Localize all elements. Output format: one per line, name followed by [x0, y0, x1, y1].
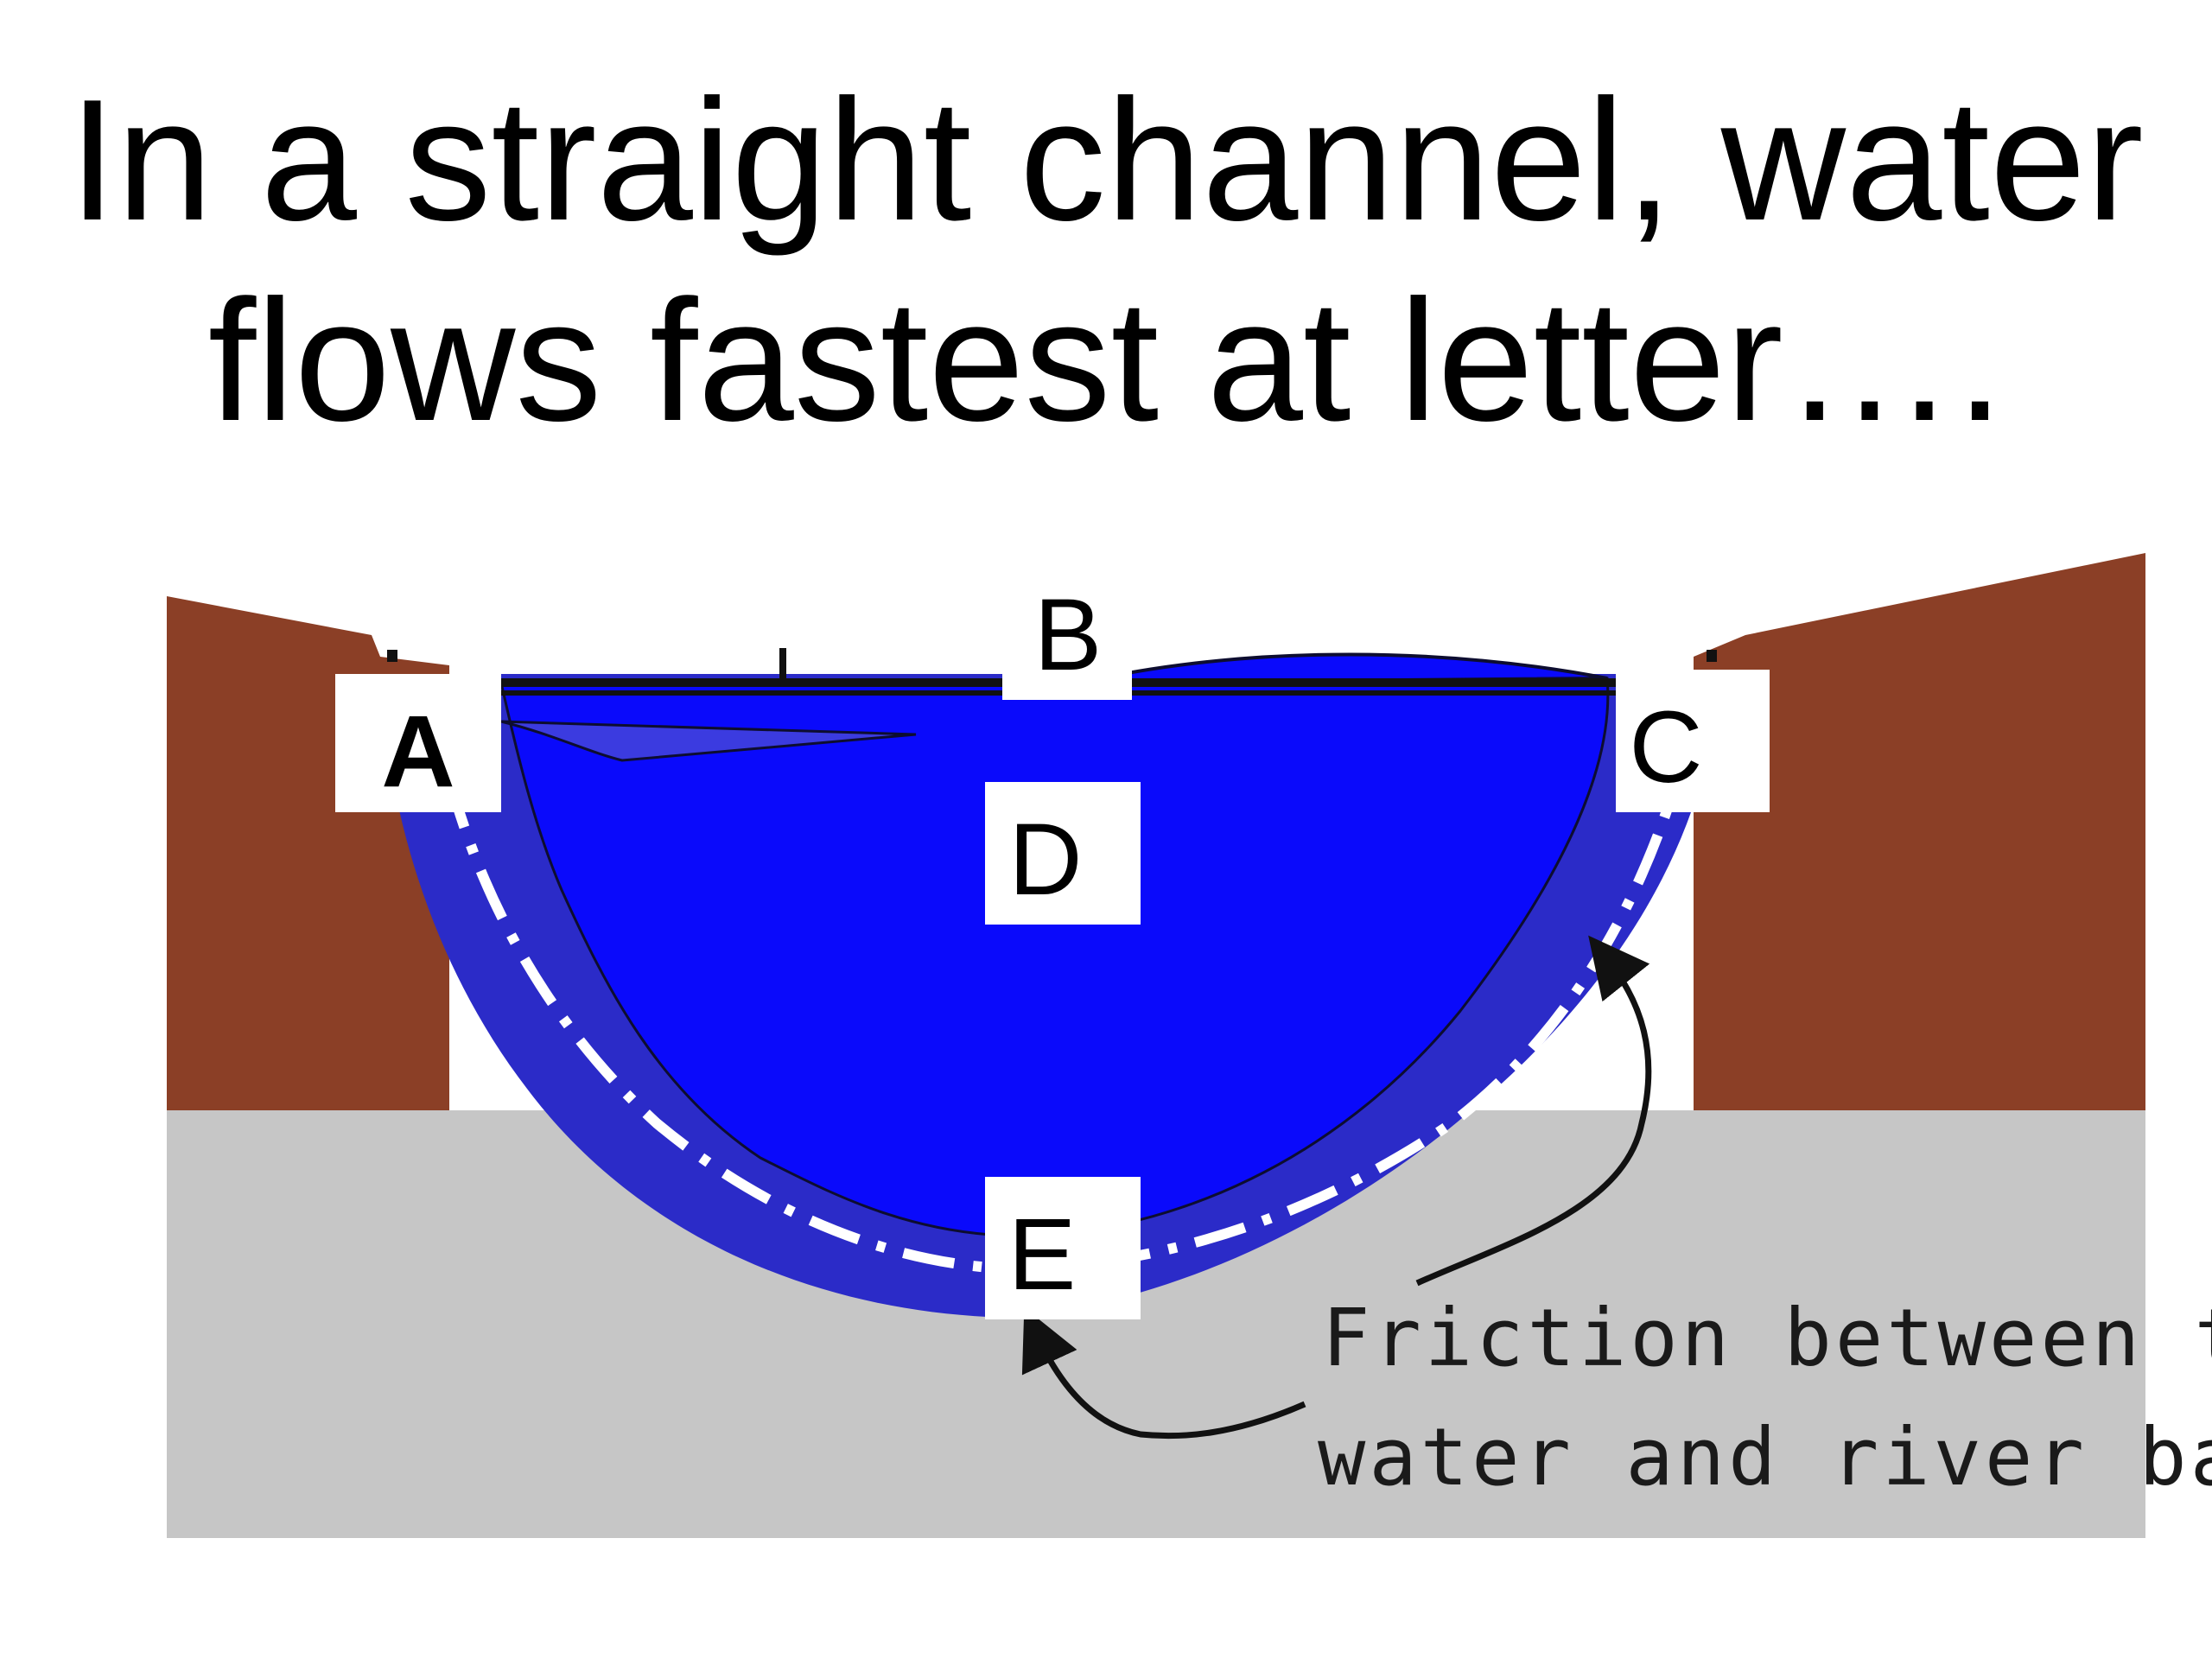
label-e: E	[985, 1177, 1141, 1319]
label-a-text: A	[381, 695, 454, 809]
title-line-2: flows fastest at letter….	[207, 264, 2005, 457]
right-river-bank	[1694, 553, 2145, 1110]
friction-annotation-line-2: water and river bank	[1318, 1411, 2212, 1503]
label-b: B	[1002, 570, 1132, 700]
arrow-to-e-bottom	[1021, 1307, 1306, 1440]
surface-tick	[1707, 650, 1717, 662]
label-b-text: B	[1034, 578, 1103, 692]
label-e-text: E	[1008, 1198, 1077, 1312]
water-surface-bulge	[1079, 652, 1608, 684]
surface-tick	[779, 648, 786, 683]
surface-tick	[387, 650, 397, 662]
arrow-to-c-bank	[1415, 935, 1652, 1287]
label-a: A	[335, 674, 501, 812]
slide-title: In a straight channel, water flows faste…	[0, 60, 2212, 461]
friction-annotation-line-1: Friction between the	[1322, 1292, 2212, 1384]
label-d-text: D	[1008, 803, 1082, 917]
surface-ripple	[500, 720, 917, 762]
label-d: D	[985, 782, 1141, 925]
label-c-text: C	[1629, 690, 1702, 804]
label-c: C	[1616, 670, 1770, 812]
left-river-bank	[167, 596, 449, 1110]
title-line-1: In a straight channel, water	[68, 64, 2144, 257]
